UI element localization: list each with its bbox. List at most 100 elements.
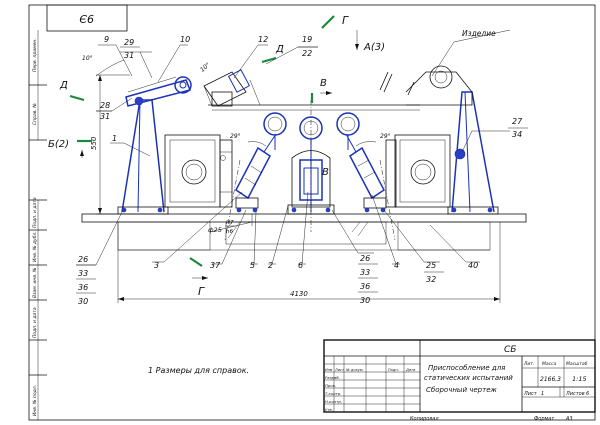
angle-29-right: 29° xyxy=(380,133,391,140)
tb-col-date: Дата xyxy=(405,368,415,372)
callout-26-mid: 26 xyxy=(360,254,370,263)
central-top-frame xyxy=(208,79,420,111)
tb-title-1: Приспособление для xyxy=(428,364,505,372)
fit-diameter: ф25 xyxy=(208,226,222,234)
tb-scale: 1:15 xyxy=(572,375,587,383)
callout-22: 22 xyxy=(302,49,312,58)
tb-hdr-lit: Лит. xyxy=(523,361,534,367)
callout-36-left: 36 xyxy=(78,283,88,292)
callout-1: 1 xyxy=(112,134,117,143)
callout-30-mid: 30 xyxy=(360,296,370,305)
length-dimension xyxy=(117,222,501,303)
callout-25: 25 xyxy=(426,261,436,270)
tb-col-izm: Изм xyxy=(325,368,333,372)
tb-title-3: Сборочный чертеж xyxy=(426,386,497,394)
callout-31b: 31 xyxy=(100,112,110,121)
callout-26-left: 26 xyxy=(78,255,88,264)
right-cylinder xyxy=(345,133,387,213)
callout-2: 2 xyxy=(268,261,273,270)
callout-37: 37 xyxy=(210,261,221,270)
left-lever xyxy=(125,76,192,107)
side-label-inv-dubl: Инв. № дубл. xyxy=(32,231,38,262)
fit-numerator: H7 xyxy=(226,220,234,226)
height-dim-value: 550 xyxy=(90,136,98,150)
tb-format-label: Формат xyxy=(534,416,555,422)
tb-col-doc: № докум. xyxy=(345,368,364,372)
view-v-top: В xyxy=(320,78,327,89)
height-dimension xyxy=(96,74,130,215)
title-block xyxy=(323,339,596,413)
length-dim-value: 4130 xyxy=(290,290,308,298)
side-label-perv: Перв. примен. xyxy=(32,38,38,72)
side-label-vzam: Взам. инв. № xyxy=(32,267,38,298)
callout-19: 19 xyxy=(302,35,312,44)
tb-row-razrab: Разраб. xyxy=(325,375,340,380)
tb-hdr-scale: Масштаб xyxy=(566,361,588,367)
centre-line-right xyxy=(379,159,396,241)
tb-row-nkontr: Н.контр. xyxy=(325,399,342,404)
drawing-frame xyxy=(28,4,596,421)
callout-4: 4 xyxy=(394,261,399,270)
angle-10b: 10° xyxy=(199,61,212,73)
side-label-sprav: Справ. № xyxy=(32,103,38,125)
upper-left-unit xyxy=(203,69,251,107)
view-b2: Б(2) xyxy=(48,139,69,150)
right-frame xyxy=(447,91,499,215)
right-housing xyxy=(385,134,451,208)
callout-9: 9 xyxy=(104,35,109,44)
leader-lines xyxy=(76,29,511,266)
tb-format-value: А3 xyxy=(565,416,573,422)
callout-33-left: 33 xyxy=(78,269,88,278)
view-v-mid: В xyxy=(322,167,329,178)
view-marks xyxy=(69,15,359,280)
view-d-left: Д xyxy=(59,80,68,91)
tb-col-list: Лист xyxy=(334,368,345,372)
angle-10: 10° xyxy=(82,55,93,62)
tb-row-utv: Утв. xyxy=(325,407,333,412)
callout-30-left: 30 xyxy=(78,297,88,306)
view-d-mid: Д xyxy=(275,44,284,55)
tb-hdr-mass: Масса xyxy=(542,361,557,367)
product-item xyxy=(379,65,473,106)
tb-row-tkontr: Т.контр. xyxy=(325,391,341,396)
drawing-note: 1 Размеры для справок. xyxy=(148,366,249,375)
corner-code: 9Э xyxy=(79,12,94,25)
left-housing xyxy=(164,134,233,208)
side-label-inv-podl: Инв. № подл. xyxy=(32,385,38,416)
left-frame xyxy=(117,99,169,215)
callout-33-mid: 33 xyxy=(360,268,370,277)
callout-36-mid: 36 xyxy=(360,282,370,291)
tb-designation: СБ xyxy=(504,345,516,355)
callout-32: 32 xyxy=(426,275,436,284)
left-cylinder xyxy=(235,133,277,213)
tb-title-2: статических испытаний xyxy=(424,374,513,382)
side-label-podp2: Подп. и дата xyxy=(32,307,38,338)
view-g-top: Г xyxy=(342,14,349,27)
tb-sheet-label: Лист xyxy=(523,391,538,397)
fit-denominator: n6 xyxy=(226,229,233,235)
centre-line-left xyxy=(224,159,241,241)
tb-sheets-no: 6 xyxy=(586,391,589,397)
callout-31: 31 xyxy=(124,51,134,60)
item-label: Изделие xyxy=(462,29,496,38)
tb-col-sign: Подп. xyxy=(388,368,399,372)
tb-copied: Копировал xyxy=(410,416,439,422)
tb-row-prov: Пров. xyxy=(325,383,336,388)
side-label-podp1: Подп. и дата xyxy=(32,197,38,228)
callout-29: 29 xyxy=(124,38,134,47)
callout-28: 28 xyxy=(100,101,110,110)
callout-40: 40 xyxy=(468,261,478,270)
callout-5: 5 xyxy=(250,261,255,270)
callout-34: 34 xyxy=(512,130,522,139)
angle-29-left: 29° xyxy=(230,133,241,140)
tb-sheet-no: 1 xyxy=(541,391,544,397)
callout-27: 27 xyxy=(512,117,523,126)
callout-3: 3 xyxy=(154,261,159,270)
view-g-bottom: Г xyxy=(198,285,205,298)
callout-6: 6 xyxy=(298,261,303,270)
tb-mass: 2166,3 xyxy=(540,376,561,383)
callout-10: 10 xyxy=(180,35,190,44)
tb-sheets-label: Листов xyxy=(565,391,585,397)
view-a3: А(3) xyxy=(363,42,385,53)
